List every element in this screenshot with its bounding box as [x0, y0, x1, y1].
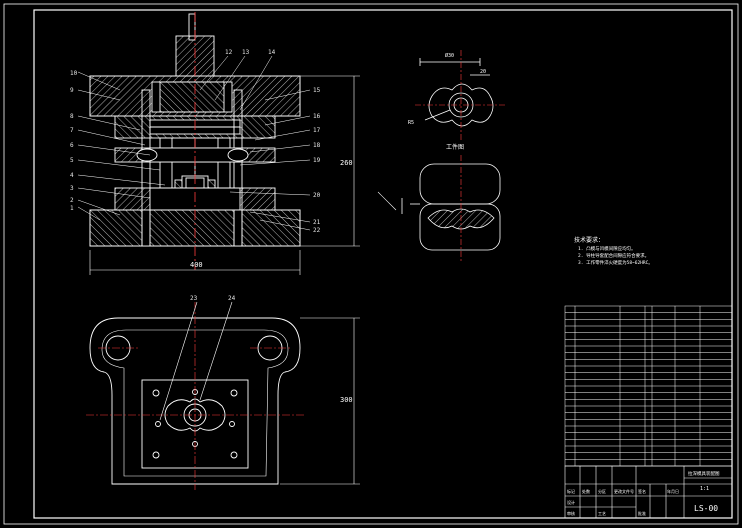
callout-2: 2: [70, 197, 74, 204]
drawing-name: 拉深模具装配图: [688, 470, 720, 477]
part-dim-20: 20: [480, 69, 486, 75]
callout-8: 8: [70, 113, 74, 120]
tech-requirement-2: 2. 导柱导套配合间隙应符合要求。: [578, 252, 649, 259]
drawing-number: LS-00: [694, 504, 718, 513]
callout-5: 5: [70, 157, 74, 164]
part-view-label: 工件图: [446, 143, 464, 151]
callout-21: 21: [313, 219, 321, 226]
tb-label-change: 更改文件号: [614, 488, 634, 494]
title-block-labels: 标记 处数 分区 更改文件号 签名 年月日 设计 审核 工艺 批准: [567, 488, 679, 516]
tech-requirements-title: 技术要求：: [574, 236, 604, 244]
callout-4: 4: [70, 172, 74, 179]
tb-label-count: 处数: [582, 488, 590, 494]
callout-16: 16: [313, 113, 321, 120]
callout-13: 13: [242, 49, 250, 56]
callout-1: 1: [70, 205, 74, 212]
part-dim-d30: Ø30: [445, 52, 454, 59]
section-leaders: [77, 55, 311, 231]
plan-outline: [89, 317, 301, 485]
plan-height-dimension: 300: [340, 396, 353, 404]
plan-dimensions: [159, 301, 360, 485]
callout-7: 7: [70, 127, 74, 134]
callout-10: 10: [70, 70, 78, 77]
tb-label-approve: 批准: [638, 510, 646, 516]
part-section-view: [401, 163, 501, 251]
title-block: [564, 465, 733, 519]
drawing-scale: 1:1: [700, 486, 709, 492]
callout-6: 6: [70, 142, 74, 149]
section-dimensions: [89, 75, 360, 275]
plan-callout-24: 24: [228, 295, 236, 302]
section-callouts-right: 15 16 17 18 19 20 21 22: [313, 87, 321, 234]
tech-requirement-1: 1. 凸模与凹模间隙应均匀。: [578, 245, 636, 252]
tb-label-design: 设计: [567, 499, 575, 505]
plan-centerlines: [86, 302, 304, 490]
leader-diagonal: [377, 191, 397, 211]
callout-3: 3: [70, 185, 74, 192]
tb-label-zone: 分区: [598, 488, 606, 494]
callout-15: 15: [313, 87, 321, 94]
callout-12: 12: [225, 49, 233, 56]
tb-label-sign: 签名: [638, 488, 646, 494]
tb-label-review: 审核: [567, 510, 575, 516]
tb-label-process: 工艺: [598, 511, 606, 516]
callout-22: 22: [313, 227, 321, 234]
width-dimension: 400: [190, 261, 203, 269]
tb-label-mark: 标记: [567, 488, 575, 494]
callout-14: 14: [268, 49, 276, 56]
part-dim-r5: R5: [408, 120, 414, 126]
section-callouts-top: 12 13 14: [225, 49, 276, 56]
callout-20: 20: [313, 192, 321, 199]
callout-9: 9: [70, 87, 74, 94]
inner-frame: [33, 9, 733, 519]
plan-callout-23: 23: [190, 295, 198, 302]
outer-frame: [3, 3, 739, 525]
section-callouts-left: 10 9 8 7 6 5 4 3 2 1: [70, 70, 78, 212]
callout-17: 17: [313, 127, 321, 134]
height-dimension: 260: [340, 159, 353, 167]
callout-19: 19: [313, 157, 321, 164]
tb-label-date: 年月日: [667, 488, 679, 494]
tech-requirement-3: 3. 工作零件淬火硬度为58~62HRC。: [578, 259, 653, 266]
bill-of-materials: [564, 305, 733, 467]
callout-18: 18: [313, 142, 321, 149]
